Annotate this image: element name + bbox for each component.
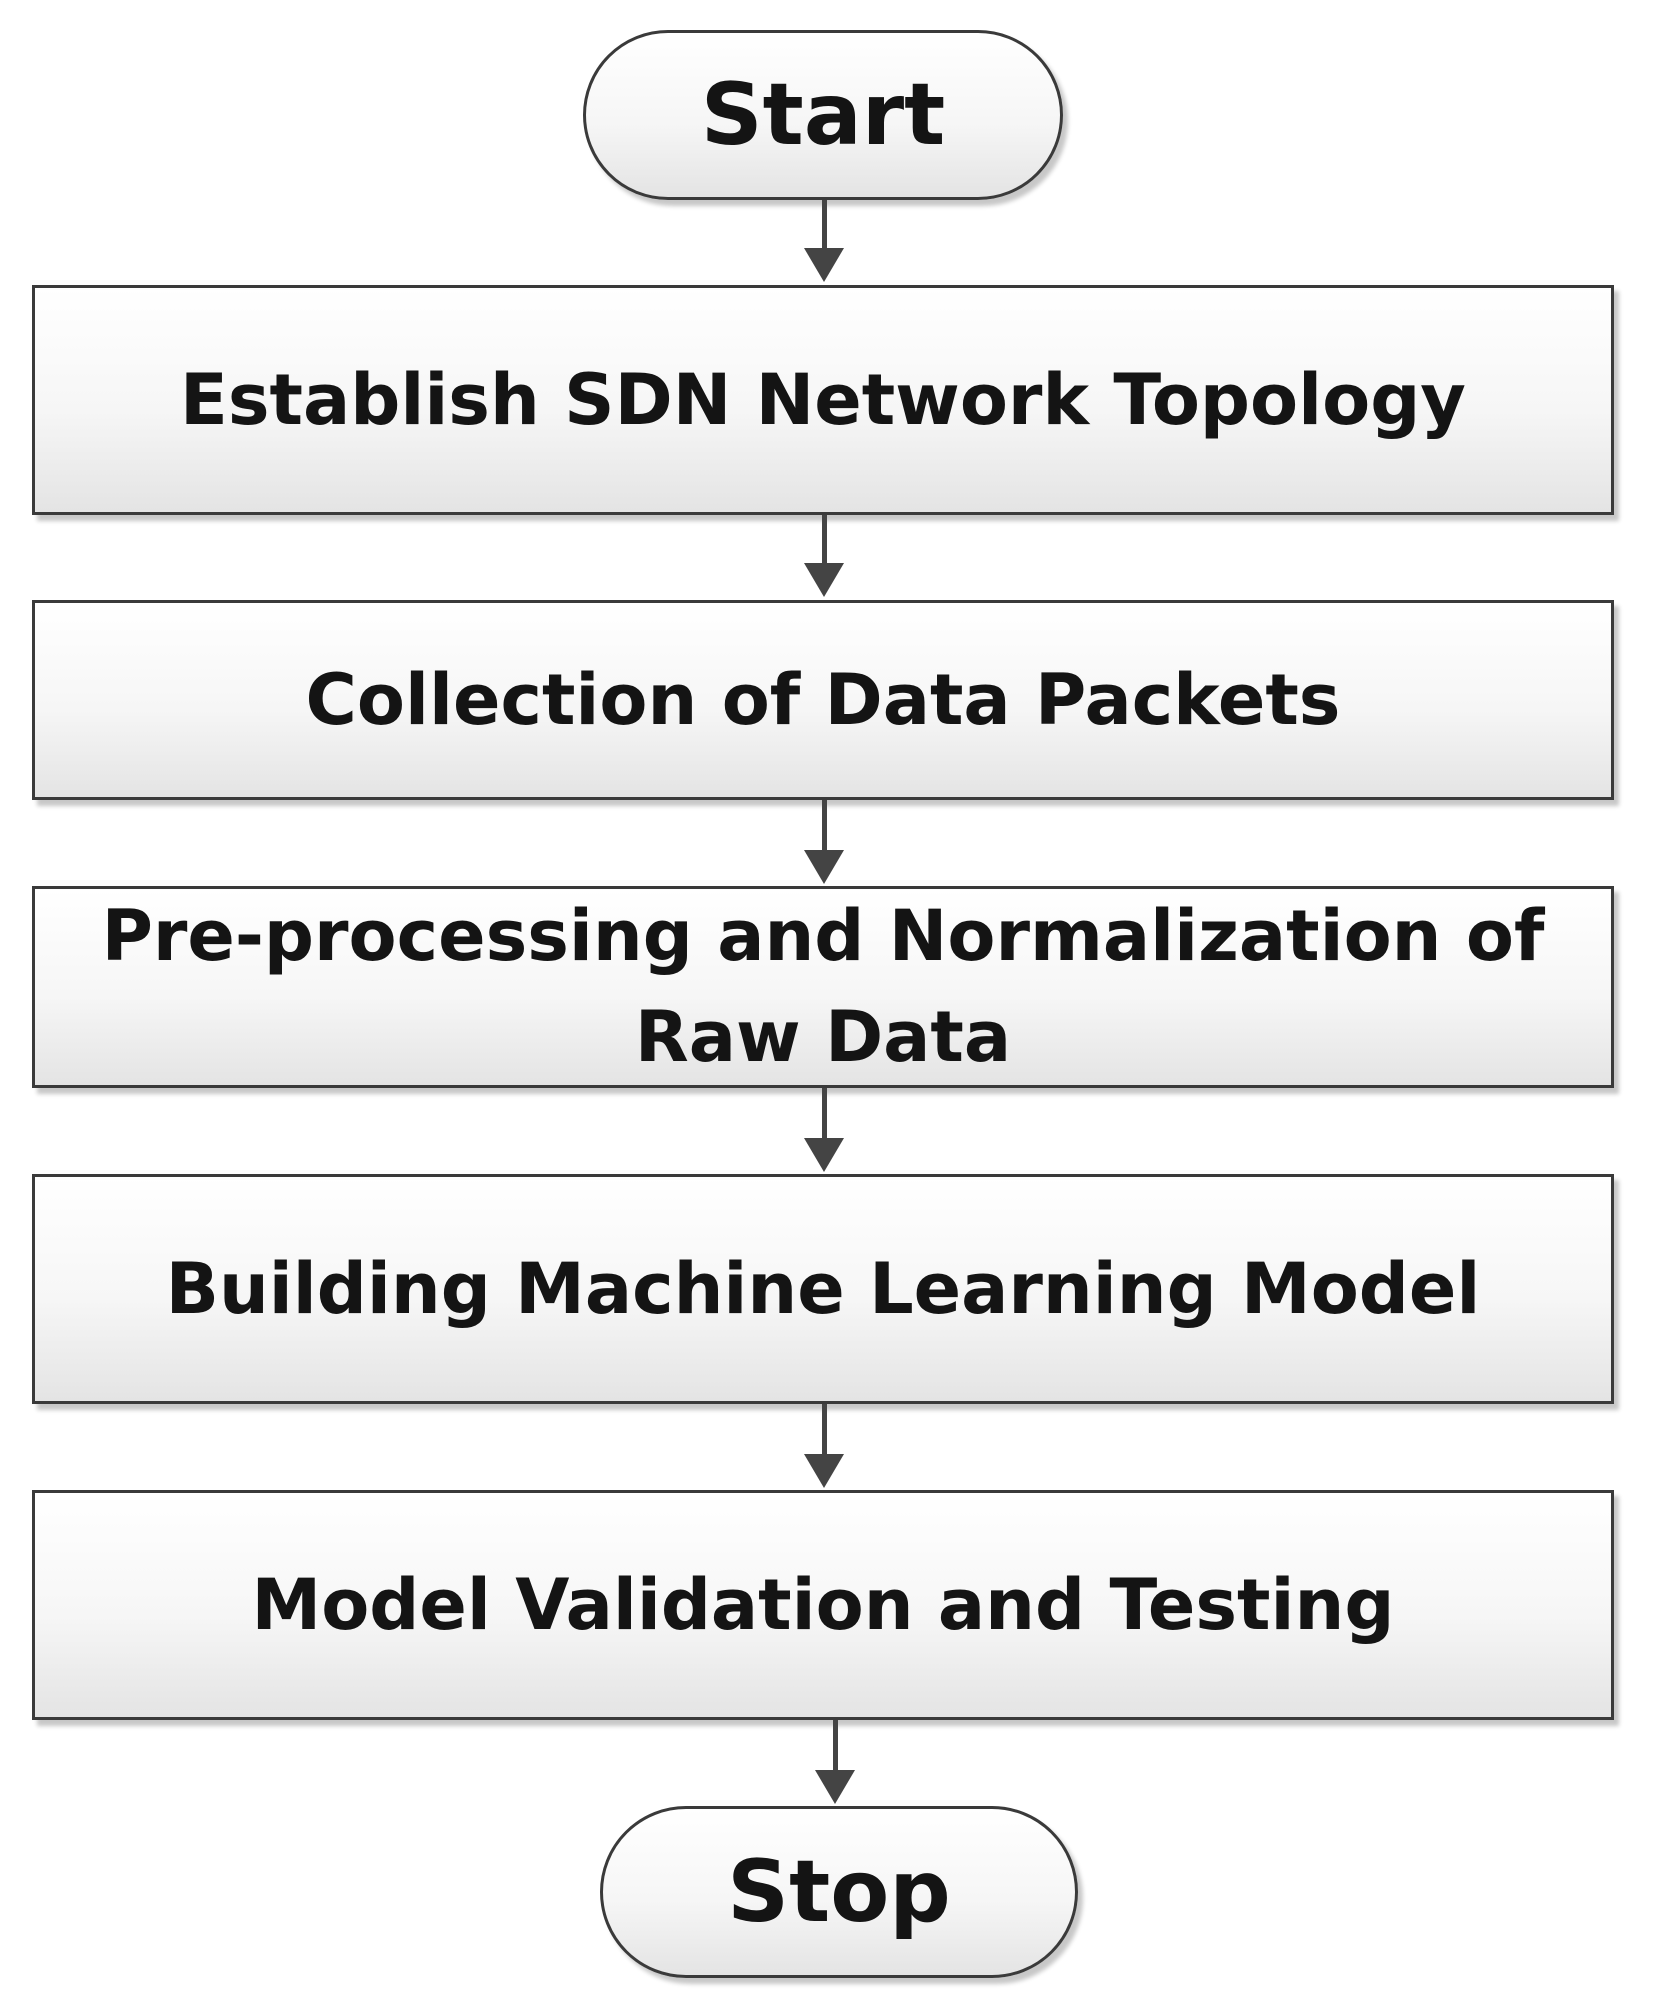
arrow-step-5-to-stop [815, 1720, 855, 1804]
step-4-label: Building Machine Learning Model [165, 1247, 1481, 1330]
step-collect-packets: Collection of Data Packets [32, 600, 1614, 800]
step-5-label: Model Validation and Testing [251, 1563, 1395, 1646]
step-1-label: Establish SDN Network Topology [180, 358, 1466, 441]
step-establish-topology: Establish SDN Network Topology [32, 285, 1614, 515]
step-preprocess-normalize: Pre-processing and Normalization of Raw … [32, 886, 1614, 1088]
step-3-label: Pre-processing and Normalization of Raw … [101, 894, 1545, 1079]
step-2-label: Collection of Data Packets [305, 658, 1341, 741]
arrow-step-1-to-step-2 [804, 515, 844, 597]
step-build-model: Building Machine Learning Model [32, 1174, 1614, 1404]
step-validate-test: Model Validation and Testing [32, 1490, 1614, 1720]
arrow-step-3-to-step-4 [804, 1088, 844, 1172]
start-node: Start [583, 30, 1063, 200]
arrow-step-4-to-step-5 [804, 1404, 844, 1488]
arrow-step-2-to-step-3 [804, 800, 844, 884]
arrow-start-to-step-1 [804, 200, 844, 282]
start-label: Start [700, 65, 946, 165]
stop-label: Stop [727, 1842, 951, 1942]
stop-node: Stop [600, 1806, 1078, 1978]
